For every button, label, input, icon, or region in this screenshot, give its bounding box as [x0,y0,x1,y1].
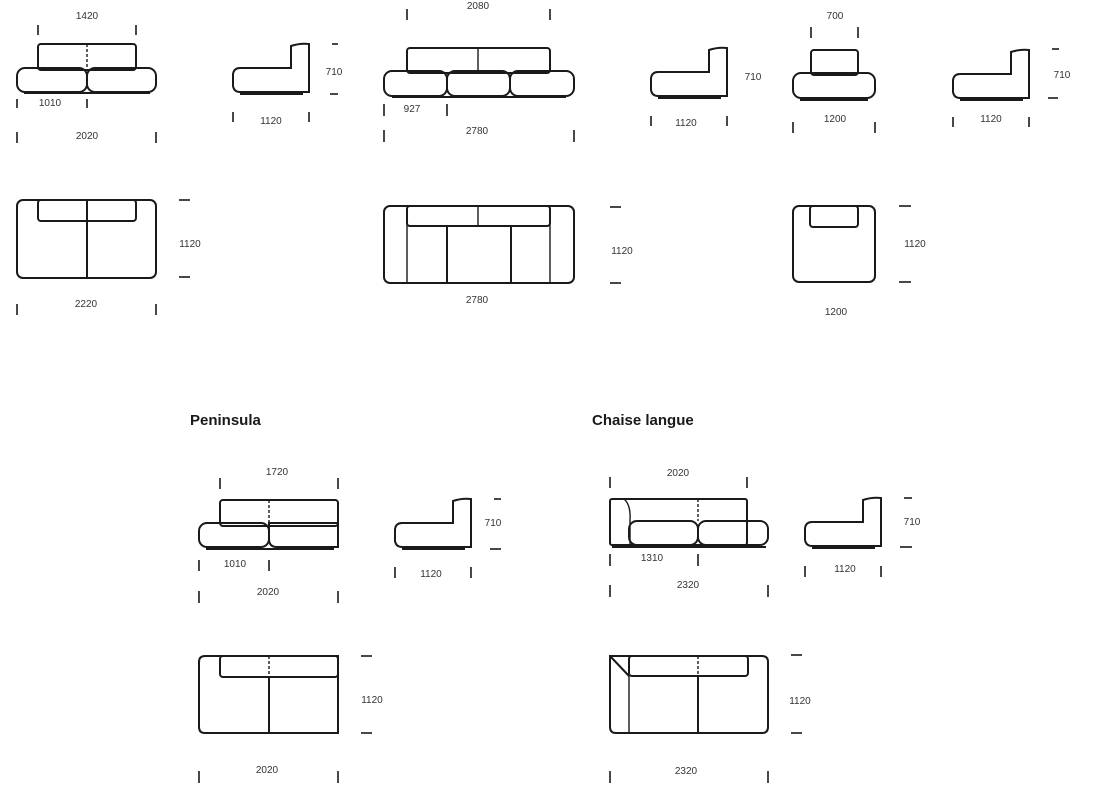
dimension-height: 710 [1054,70,1071,81]
dimension-marks [198,478,339,603]
dimension-marks [650,116,728,126]
sofa-2seat-front-view [16,43,157,94]
dimension-marks [952,48,1059,127]
dimension-marks [16,25,157,143]
dimension-total-width: 1200 [824,114,847,125]
dimension-total-width: 2780 [466,126,489,137]
dimension-marks [232,43,338,122]
dimension-marks [804,497,912,577]
dimension-back-width: 2080 [467,1,490,12]
chaise-langue-plan-view [609,655,769,734]
chaise-langue-front-view [609,498,769,548]
dimension-depth: 1120 [611,246,633,257]
sofa-side-view [232,42,310,95]
dimension-depth: 1120 [904,239,926,250]
sofa-side-view [952,48,1030,101]
dimension-seat-width: 1010 [224,559,247,570]
dimension-marks [394,498,501,578]
dimension-marks [198,655,372,783]
dimension-depth: 1120 [420,569,442,580]
dimension-marks [383,9,575,142]
dimension-depth: 1120 [179,239,201,250]
dimension-marks [899,205,911,283]
dimension-marks [609,477,769,597]
armchair-front-view [792,49,876,101]
dimension-marks [16,199,190,315]
dimension-width: 2780 [466,295,489,306]
section-title-chaise-langue: Chaise langue [592,412,694,429]
sofa-3seat-plan-view [383,205,575,284]
dimension-depth: 1120 [675,118,697,129]
dimension-back-width: 1720 [266,467,289,478]
dimension-seat-width: 1310 [641,553,664,564]
dimension-height: 710 [745,72,762,83]
dimension-total-width: 2020 [257,587,280,598]
peninsula-plan-view [198,655,339,734]
dimension-marks [792,27,876,133]
dimension-back-width: 1420 [76,11,99,22]
sofa-side-view [650,46,728,99]
dimension-depth: 1120 [789,696,811,707]
dimension-total-width: 2320 [677,580,700,591]
dimension-depth: 1120 [361,695,383,706]
dimension-total-width: 2020 [76,131,99,142]
dimension-seat-width: 1010 [39,98,62,109]
dimension-width: 2320 [675,766,698,777]
chaise-langue-side-view [804,496,882,549]
dimension-width: 1200 [825,307,848,318]
peninsula-front-view [198,499,339,550]
sofa-3seat-front-view [383,47,575,98]
dimension-depth: 1120 [260,116,282,127]
dimension-height: 710 [904,517,921,528]
dimension-width: 2020 [256,765,279,776]
dimension-back-width: 700 [827,11,844,22]
dimension-depth: 1120 [980,114,1002,125]
armchair-plan-view [792,205,876,283]
section-title-peninsula: Peninsula [190,412,262,429]
dimension-marks [609,654,802,783]
peninsula-side-view [394,497,472,550]
dimension-depth: 1120 [834,564,856,575]
dimension-seat-width: 927 [404,104,421,115]
dimension-back-width: 2020 [667,468,690,479]
sofa-2seat-plan-view [16,199,157,279]
dimension-height: 710 [326,67,343,78]
dimension-marks [610,206,621,284]
dimension-height: 710 [485,518,502,529]
dimension-width: 2220 [75,299,98,310]
